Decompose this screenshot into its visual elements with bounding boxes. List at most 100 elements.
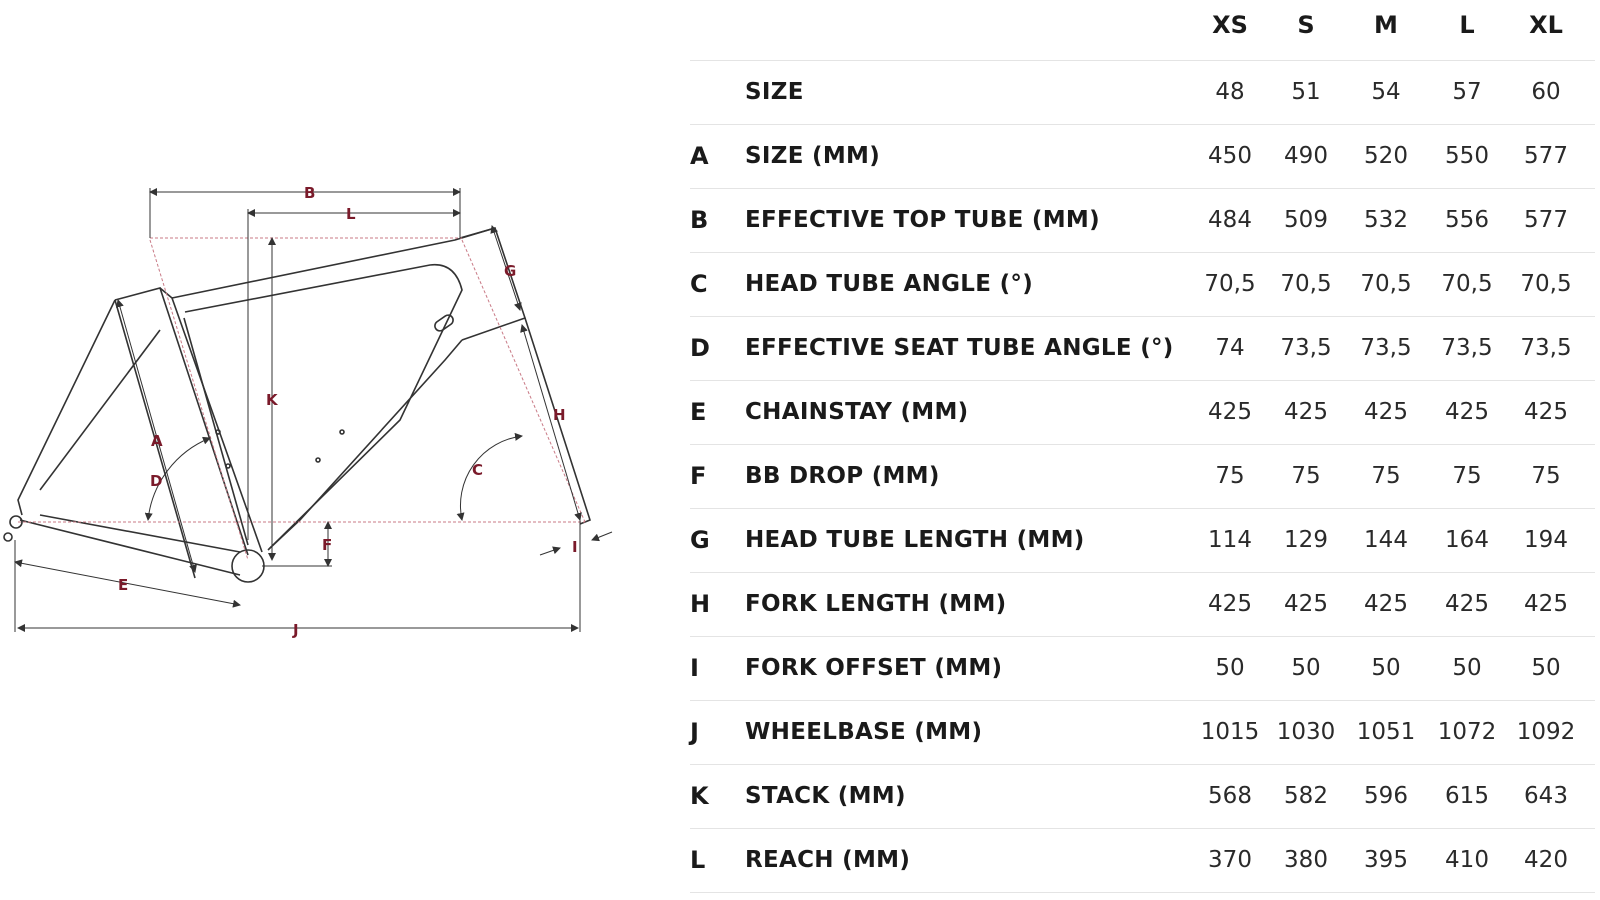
dim-label-h: H <box>553 406 566 424</box>
row-label: CHAINSTAY (MM) <box>745 399 969 425</box>
size-header-m: M <box>1374 11 1398 39</box>
table-row: D EFFECTIVE SEAT TUBE ANGLE (°) 74 73,5 … <box>690 316 1595 380</box>
dimension-labels: B L G K H A D C F I E J <box>118 184 578 639</box>
value-xl: 73,5 <box>1520 335 1572 361</box>
table-row: K STACK (MM) 568 582 596 615 643 <box>690 764 1595 828</box>
value-s: 380 <box>1284 847 1328 873</box>
value-s: 1030 <box>1276 719 1336 745</box>
value-l: 164 <box>1445 527 1489 553</box>
dim-label-f: F <box>322 536 332 554</box>
table-row: L REACH (MM) 370 380 395 410 420 <box>690 828 1595 893</box>
dim-label-l: L <box>346 205 356 223</box>
geometry-table: XS S M L XL SIZE 48 51 54 57 60 A SIZE (… <box>690 0 1595 893</box>
row-label: HEAD TUBE LENGTH (MM) <box>745 527 1085 553</box>
value-l: 556 <box>1445 207 1489 233</box>
value-xl: 194 <box>1524 527 1568 553</box>
row-letter: C <box>690 270 708 298</box>
row-letter: B <box>690 206 709 234</box>
dim-label-i: I <box>572 538 578 556</box>
row-label: BB DROP (MM) <box>745 463 940 489</box>
row-label: REACH (MM) <box>745 847 911 873</box>
value-xs: 484 <box>1208 207 1252 233</box>
row-letter: J <box>690 718 699 746</box>
size-header-s: S <box>1297 11 1315 39</box>
value-xl: 577 <box>1524 143 1568 169</box>
value-xl: 60 <box>1531 79 1561 105</box>
row-label: FORK LENGTH (MM) <box>745 591 1007 617</box>
row-letter: F <box>690 462 707 490</box>
value-s: 490 <box>1284 143 1328 169</box>
value-s: 51 <box>1291 79 1321 105</box>
guide-lines <box>18 237 586 561</box>
dim-label-e: E <box>118 576 128 594</box>
value-xs: 425 <box>1208 591 1252 617</box>
row-letter: G <box>690 526 710 554</box>
value-s: 70,5 <box>1280 271 1332 297</box>
value-l: 410 <box>1445 847 1489 873</box>
table-row: A SIZE (MM) 450 490 520 550 577 <box>690 124 1595 188</box>
value-m: 75 <box>1371 463 1401 489</box>
dim-label-a: A <box>151 432 163 450</box>
value-m: 532 <box>1364 207 1408 233</box>
table-row: SIZE 48 51 54 57 60 <box>690 60 1595 124</box>
row-label: SIZE (MM) <box>745 143 881 169</box>
row-label: SIZE <box>745 79 804 105</box>
row-label: EFFECTIVE TOP TUBE (MM) <box>745 207 1100 233</box>
value-l: 615 <box>1445 783 1489 809</box>
size-header-l: L <box>1459 11 1475 39</box>
size-header-row: XS S M L XL <box>690 0 1595 60</box>
value-xs: 50 <box>1215 655 1245 681</box>
table-row: J WHEELBASE (MM) 1015 1030 1051 1072 109… <box>690 700 1595 764</box>
table-row: I FORK OFFSET (MM) 50 50 50 50 50 <box>690 636 1595 700</box>
row-letter: I <box>690 654 699 682</box>
value-m: 144 <box>1364 527 1408 553</box>
size-header-xs: XS <box>1212 11 1248 39</box>
value-s: 509 <box>1284 207 1328 233</box>
value-l: 425 <box>1445 399 1489 425</box>
value-m: 73,5 <box>1360 335 1412 361</box>
value-xs: 74 <box>1215 335 1245 361</box>
table-row: C HEAD TUBE ANGLE (°) 70,5 70,5 70,5 70,… <box>690 252 1595 316</box>
dim-label-j: J <box>292 621 299 639</box>
value-m: 596 <box>1364 783 1408 809</box>
value-xs: 1015 <box>1200 719 1260 745</box>
value-s: 75 <box>1291 463 1321 489</box>
table-row: E CHAINSTAY (MM) 425 425 425 425 425 <box>690 380 1595 444</box>
value-xs: 450 <box>1208 143 1252 169</box>
value-xl: 75 <box>1531 463 1561 489</box>
frame-geometry-diagram: B L G K H A D C F I E J <box>3 184 613 639</box>
value-m: 70,5 <box>1360 271 1412 297</box>
value-l: 57 <box>1452 79 1482 105</box>
row-letter: L <box>690 846 706 874</box>
value-xs: 70,5 <box>1204 271 1256 297</box>
value-xs: 114 <box>1208 527 1252 553</box>
dim-label-k: K <box>266 391 279 409</box>
row-letter: H <box>690 590 711 618</box>
value-l: 73,5 <box>1441 335 1493 361</box>
value-s: 425 <box>1284 399 1328 425</box>
table-row: G HEAD TUBE LENGTH (MM) 114 129 144 164 … <box>690 508 1595 572</box>
value-xs: 48 <box>1215 79 1245 105</box>
value-xl: 1092 <box>1516 719 1576 745</box>
value-m: 50 <box>1371 655 1401 681</box>
value-xl: 420 <box>1524 847 1568 873</box>
value-l: 70,5 <box>1441 271 1493 297</box>
dimension-lines <box>14 188 613 632</box>
dim-label-c: C <box>472 461 483 479</box>
value-xl: 577 <box>1524 207 1568 233</box>
value-l: 550 <box>1445 143 1489 169</box>
value-l: 1072 <box>1437 719 1497 745</box>
value-s: 425 <box>1284 591 1328 617</box>
row-letter: D <box>690 334 710 362</box>
value-s: 73,5 <box>1280 335 1332 361</box>
row-label: FORK OFFSET (MM) <box>745 655 1003 681</box>
dim-label-d: D <box>150 472 162 490</box>
dim-label-b: B <box>304 184 315 202</box>
value-s: 129 <box>1284 527 1328 553</box>
table-row: H FORK LENGTH (MM) 425 425 425 425 425 <box>690 572 1595 636</box>
value-l: 425 <box>1445 591 1489 617</box>
value-xl: 425 <box>1524 591 1568 617</box>
value-xl: 70,5 <box>1520 271 1572 297</box>
value-m: 54 <box>1371 79 1401 105</box>
row-label: HEAD TUBE ANGLE (°) <box>745 271 1034 297</box>
